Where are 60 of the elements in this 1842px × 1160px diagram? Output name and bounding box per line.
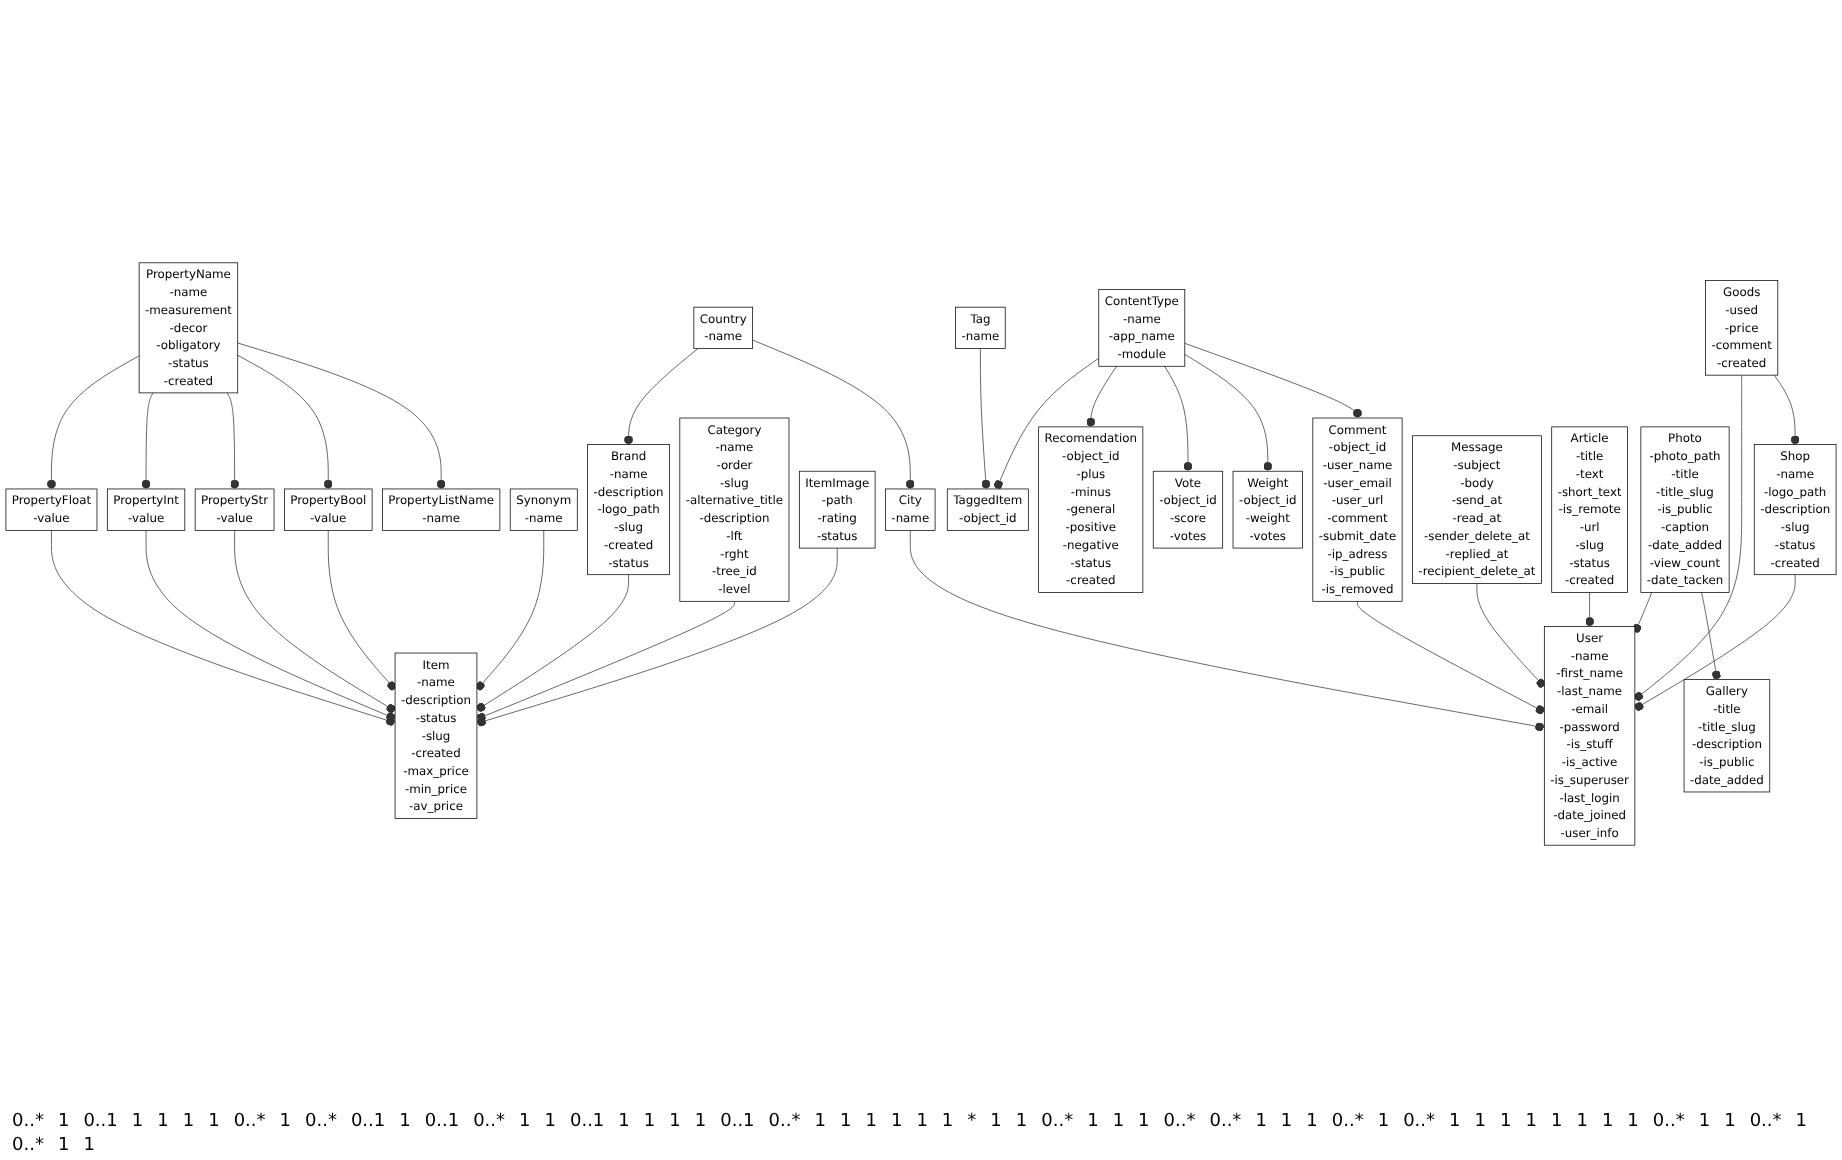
multiplicity-label: 1 xyxy=(1795,1112,1808,1132)
multiplicity-label: 0..* xyxy=(768,1112,801,1132)
multiplicity-label: 0..* xyxy=(233,1112,266,1132)
multiplicity-label: 1 xyxy=(57,1136,70,1156)
multiplicity-label: 1 xyxy=(157,1112,169,1132)
multiplicity-label: 0..* xyxy=(1209,1112,1242,1132)
multiplicity-label: 0..* xyxy=(1749,1112,1782,1132)
multiplicity-label: 1 xyxy=(1306,1112,1318,1132)
multiplicity-label: 0..* xyxy=(12,1136,44,1156)
multiplicity-label: 1 xyxy=(1500,1112,1512,1132)
multiplicity-label: 0..1 xyxy=(350,1112,386,1132)
multiplicity-label: 1 xyxy=(814,1112,826,1132)
multiplicity-label: 1 xyxy=(1576,1112,1588,1132)
multiplicity-label: 0..1 xyxy=(720,1112,755,1132)
multiplicity-label: 0..1 xyxy=(569,1112,605,1132)
multiplicity-label: 1 xyxy=(399,1112,411,1132)
multiplicity-label: 1 xyxy=(1601,1112,1614,1132)
multiplicity-label: 1 xyxy=(643,1112,656,1132)
multiplicity-label: 1 xyxy=(890,1112,903,1132)
multiplicity-label: 0..* xyxy=(1331,1112,1364,1132)
multiplicity-label: 1 xyxy=(1627,1112,1639,1132)
multiplicity-label: 1 xyxy=(1525,1112,1537,1132)
multiplicity-label: 0..* xyxy=(305,1112,337,1132)
multiplicity-label: 1 xyxy=(83,1136,95,1156)
multiplicity-label: 1 xyxy=(1377,1112,1390,1132)
multiplicity-label: 1 xyxy=(1280,1112,1293,1132)
multiplicity-label: 0..1 xyxy=(424,1112,460,1132)
multiplicity-label: 1 xyxy=(1449,1112,1461,1132)
multiplicity-label: 0..1 xyxy=(83,1112,118,1132)
multiplicity-label: 1 xyxy=(990,1112,1002,1132)
multiplicity-label: 1 xyxy=(865,1112,877,1132)
multiplicity-label: * xyxy=(967,1112,977,1132)
multiplicity-label: 1 xyxy=(1550,1112,1563,1132)
multiplicity-label: 1 xyxy=(279,1112,291,1132)
multiplicity-label: 0..* xyxy=(1652,1112,1685,1132)
multiplicity-label: 1 xyxy=(941,1112,954,1132)
multiplicity-label: 0..* xyxy=(1163,1112,1196,1132)
multiplicity-label: 1 xyxy=(1255,1112,1267,1132)
multiplicity-label: 1 xyxy=(839,1112,852,1132)
multiplicity-label: 1 xyxy=(694,1112,707,1132)
multiplicity-label: 1 xyxy=(57,1112,70,1132)
multiplicity-label: 1 xyxy=(208,1112,220,1132)
multiplicity-label: 0..* xyxy=(12,1112,44,1132)
multiplicity-label: 1 xyxy=(182,1112,195,1132)
multiplicity-label: 1 xyxy=(1724,1112,1736,1132)
multiplicity-label: 1 xyxy=(1015,1112,1028,1132)
multiplicity-label: 1 xyxy=(1112,1112,1125,1132)
multiplicity-label: 1 xyxy=(544,1112,556,1132)
multiplicity-label: 1 xyxy=(519,1112,531,1132)
multiplicity-label: 1 xyxy=(916,1112,928,1132)
multiplicity-label: 1 xyxy=(1138,1112,1150,1132)
multiplicity-label: 1 xyxy=(669,1112,681,1132)
multiplicity-label: 0..* xyxy=(1041,1112,1074,1132)
multiplicity-label: 1 xyxy=(1698,1112,1711,1132)
multiplicity-label: 1 xyxy=(618,1112,630,1132)
multiplicity-label: 0..* xyxy=(1403,1112,1436,1132)
multiplicity-label: 1 xyxy=(131,1112,144,1132)
multiplicity-label: 0..* xyxy=(473,1112,506,1132)
multiplicity-label: 1 xyxy=(1474,1112,1486,1132)
multiplicity-label: 1 xyxy=(1087,1112,1099,1132)
